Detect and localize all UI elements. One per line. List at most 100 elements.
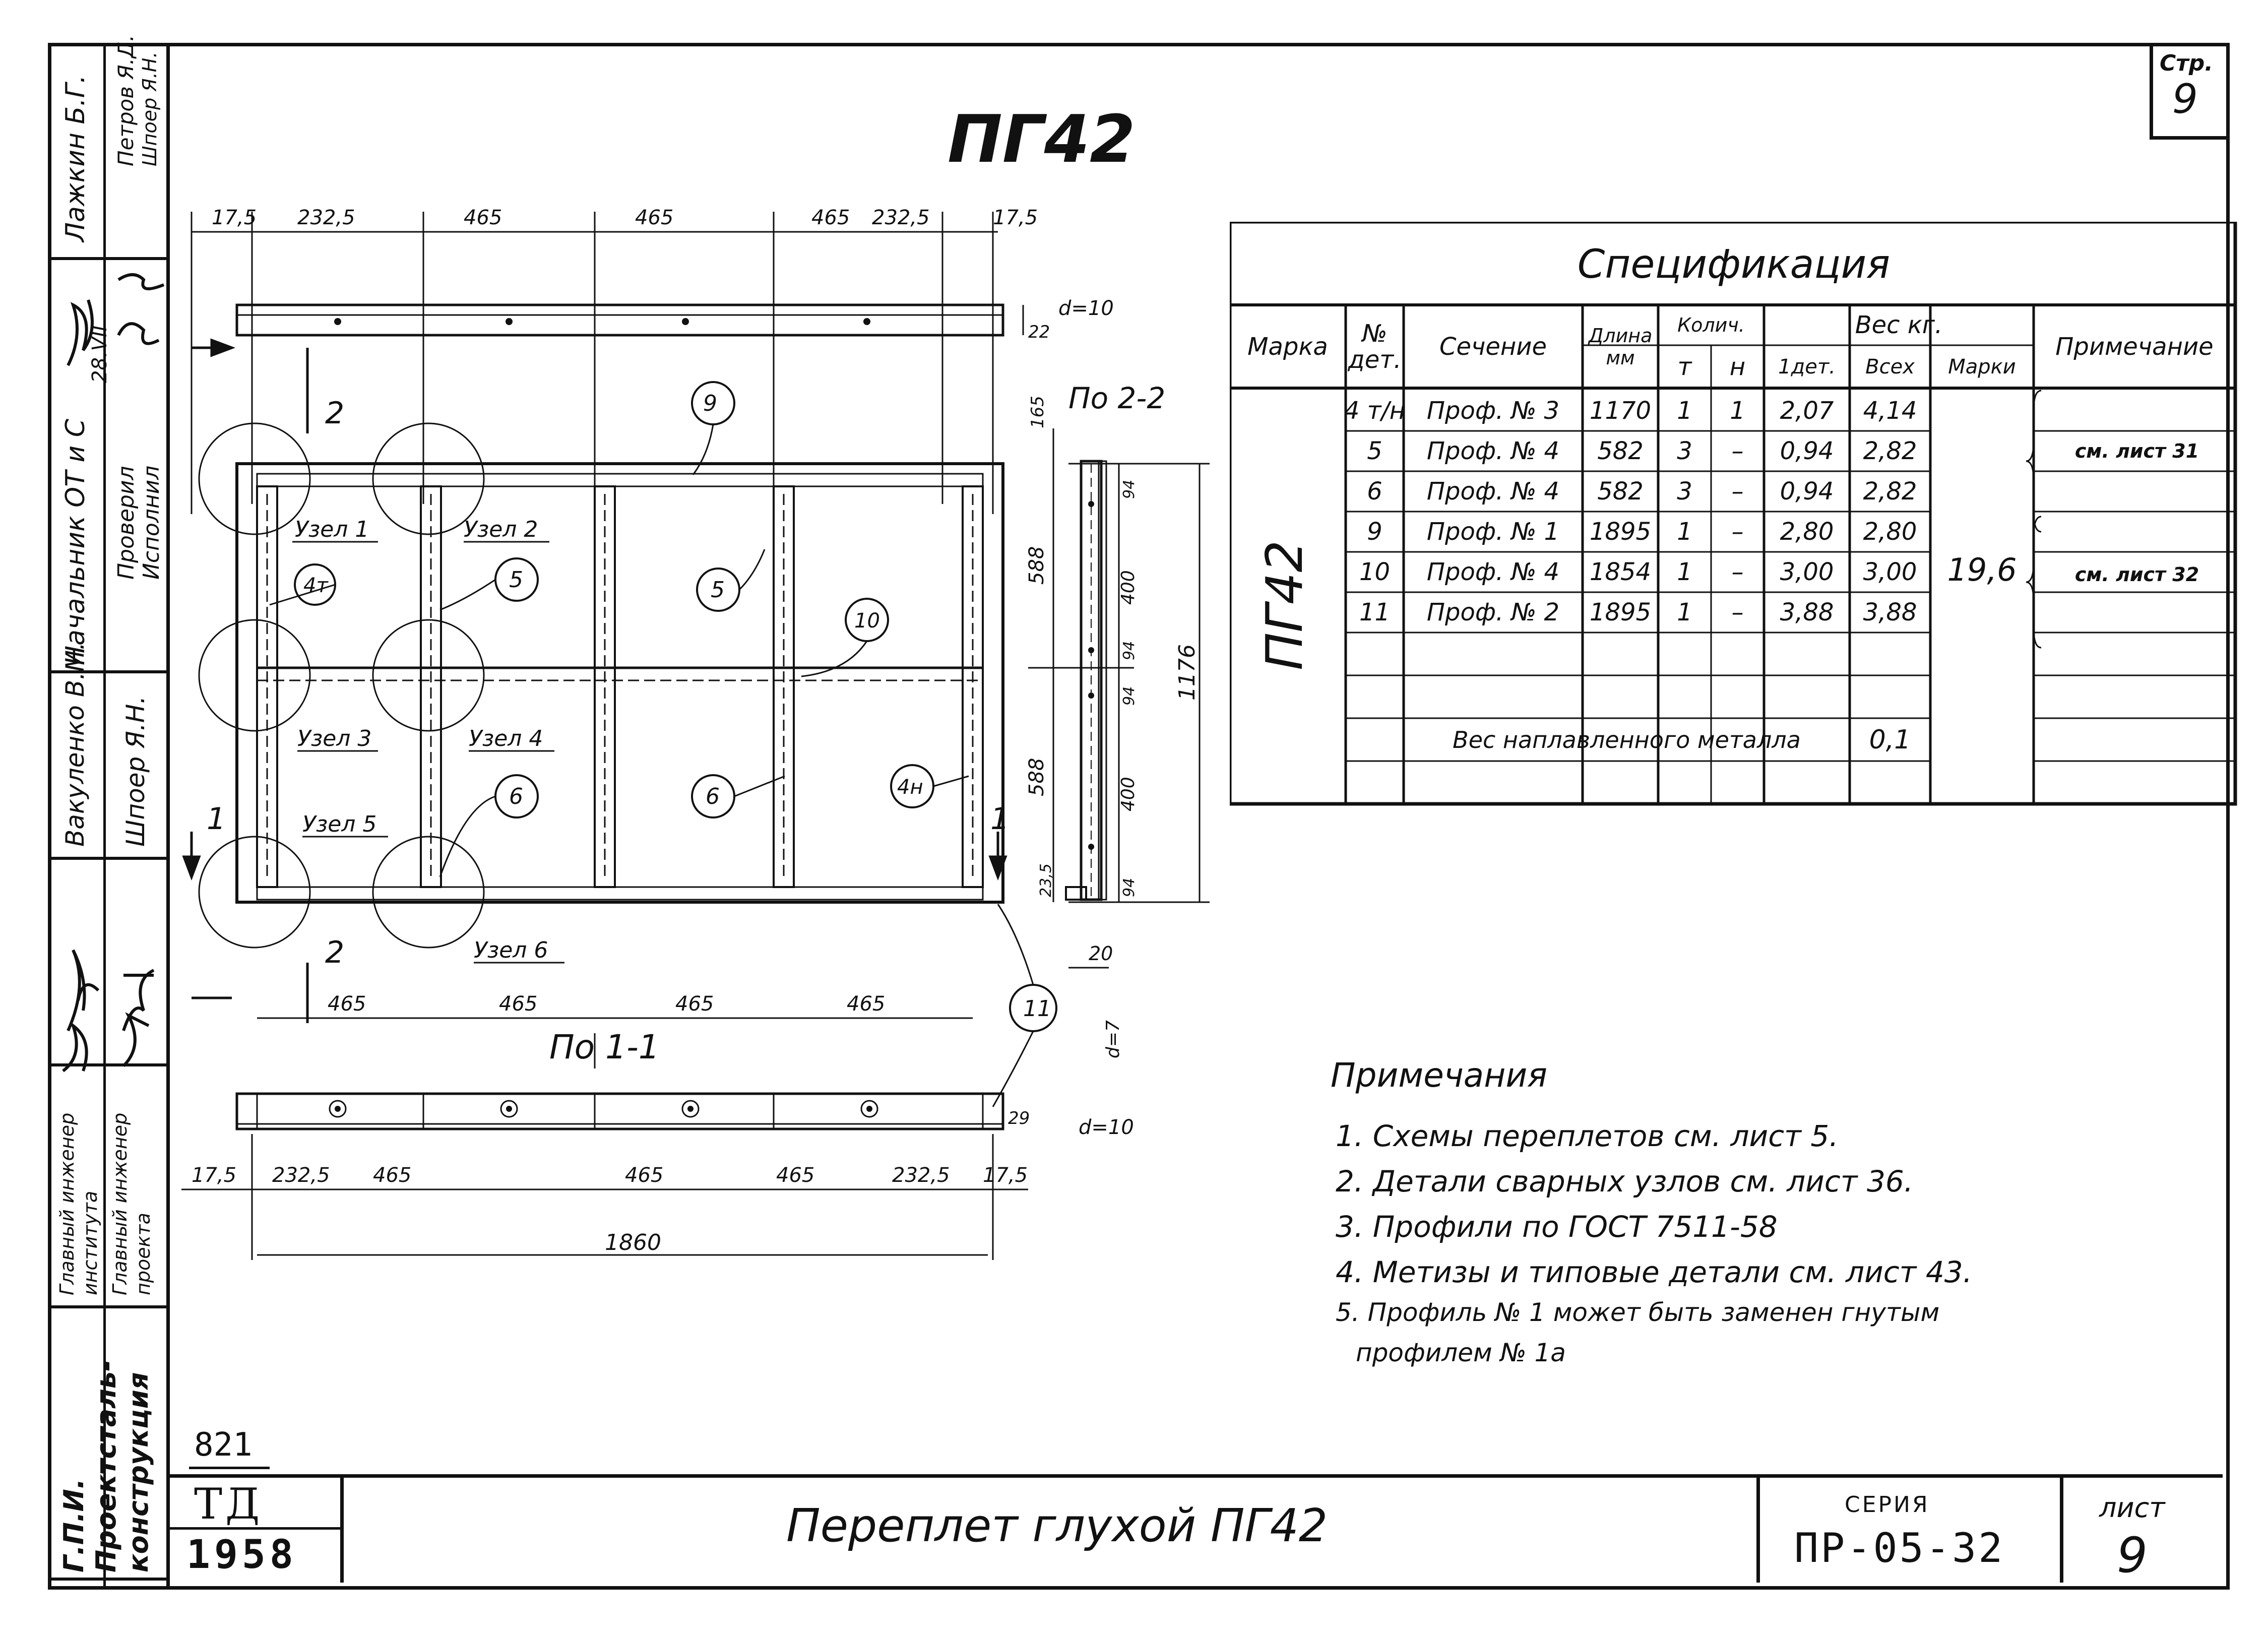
outer-frame (166, 43, 2230, 1590)
spec-mark-vertical: ПГ42 (1255, 540, 1314, 670)
spec-cell-w1: 0,94 (1780, 477, 1834, 506)
dim-165: 165 (1028, 396, 1048, 428)
top-dimension-chain (191, 212, 998, 514)
note-4: 4. Метизы и типовые детали см. лист 43. (1336, 1255, 1973, 1289)
node-label-4: Узел 4 (469, 726, 543, 751)
bot-dim-3: 465 (373, 1164, 411, 1187)
org-mark: ТД (194, 1479, 263, 1529)
spec-cell-det: 11 (1359, 598, 1391, 626)
spec-cell-w1: 0,94 (1780, 437, 1834, 465)
sheet-label: лист (2099, 1492, 2165, 1524)
top-dim-1: 17,5 (212, 206, 257, 229)
spec-cell-t: 1 (1677, 397, 1692, 425)
sheet-number: 9 (2117, 1527, 2148, 1584)
sheet-corner-box (2150, 43, 2226, 140)
spec-cell-section: Проф. № 2 (1426, 598, 1560, 626)
spec-cell-section: Проф. № 3 (1426, 397, 1560, 425)
spec-cell-section: Проф. № 4 (1426, 558, 1560, 586)
dim-588-top: 588 (1025, 546, 1048, 585)
node-label-3: Узел 3 (297, 726, 371, 751)
spec-cell-w1: 3,00 (1780, 558, 1834, 586)
bottom-plank-thickness: d=10 (1079, 1116, 1134, 1139)
spec-cell-n: – (1731, 437, 1744, 465)
org-year: 1958 (186, 1532, 297, 1578)
spec-cell-section: Проф. № 4 (1426, 477, 1560, 506)
dim-23-5: 23,5 (1037, 863, 1055, 897)
bot-dim-2: 232,5 (272, 1164, 330, 1187)
node-label-1: Узел 1 (295, 517, 369, 542)
top-plank (235, 303, 1004, 337)
callout-9: 9 (703, 391, 717, 416)
code-underline (189, 1467, 270, 1469)
spec-note-1: см. лист 31 (2074, 440, 2199, 462)
spec-h-weight: Вес кг. (1855, 311, 1943, 339)
dim-94-b: 94 (1120, 641, 1138, 660)
bottom-plank (235, 1092, 1004, 1130)
mid-dim-2: 465 (499, 992, 537, 1016)
spec-cell-wall: 2,82 (1863, 477, 1917, 506)
dim-400-top: 400 (1118, 570, 1139, 605)
bot-dim-4: 465 (625, 1164, 663, 1187)
title-block-top-line (166, 1474, 2223, 1478)
dim-94-a: 94 (1120, 480, 1138, 499)
callout-5a: 5 (509, 567, 523, 593)
notes-heading: Примечания (1331, 1056, 1547, 1095)
node-label-2: Узел 2 (464, 517, 538, 542)
title-block-org-divider (169, 1527, 340, 1530)
side-dim-20: 20 (1089, 942, 1113, 965)
spec-cell-det: 9 (1367, 518, 1382, 546)
spec-cell-t: 1 (1677, 518, 1692, 546)
series-code: ПР-05-32 (1794, 1525, 2005, 1571)
bot-dim-5: 465 (776, 1164, 814, 1187)
section-2-2-label: По 2-2 (1068, 381, 1165, 415)
spec-h-section: Сечение (1439, 332, 1547, 361)
spec-cell-t: 3 (1677, 437, 1692, 465)
spec-cell-wall: 2,82 (1863, 437, 1917, 465)
spec-cell-t: 1 (1677, 558, 1692, 586)
spec-h-qty-t: т (1677, 352, 1692, 381)
callout-5b: 5 (711, 577, 725, 603)
top-dim-2: 232,5 (297, 206, 355, 229)
dim-94-d: 94 (1120, 878, 1138, 897)
spec-cell-n: – (1731, 598, 1744, 626)
section-cut-markers (182, 338, 1007, 1023)
spec-h-w-all: Всех (1865, 355, 1915, 379)
spec-cell-det: 4 т/н (1344, 397, 1406, 425)
callout-11: 11 (1023, 996, 1051, 1022)
mid-dim-1: 465 (328, 992, 366, 1016)
spec-h-mark: Марка (1247, 332, 1328, 361)
spec-title: Спецификация (1577, 242, 1891, 287)
top-dim-7: 17,5 (993, 206, 1038, 229)
mid-dim-4: 465 (847, 992, 885, 1016)
spec-cell-length: 1170 (1589, 397, 1652, 425)
dim-400-bottom: 400 (1118, 777, 1139, 811)
code-num: 821 (194, 1426, 253, 1464)
bot-total-1860: 1860 (605, 1230, 661, 1255)
spec-cell-det: 5 (1367, 437, 1382, 465)
spec-cell-length: 582 (1597, 437, 1644, 465)
spec-cell-w1: 3,88 (1780, 598, 1834, 626)
spec-cell-w1: 2,80 (1780, 518, 1834, 546)
cut-2-top: 2 (325, 396, 344, 431)
spec-cell-n: – (1731, 558, 1744, 586)
spec-h-length: Длина мм (1588, 324, 1653, 369)
spec-cell-n: – (1731, 477, 1744, 506)
callout-4n: 4н (897, 776, 923, 799)
spec-note-2: см. лист 32 (2074, 563, 2199, 586)
top-plank-thickness: d=10 (1058, 297, 1114, 320)
callout-6b: 6 (706, 784, 720, 809)
spec-cell-n: 1 (1730, 397, 1745, 425)
node-label-6: Узел 6 (474, 937, 548, 963)
callout-10: 10 (854, 609, 880, 633)
left-strip-border (48, 43, 172, 1590)
bot-dim-7: 17,5 (983, 1164, 1028, 1187)
spec-cell-length: 1854 (1589, 558, 1652, 586)
spec-h-w-one: 1дет. (1778, 355, 1836, 379)
spec-cell-length: 1895 (1589, 518, 1652, 546)
sheet-corner-label: Стр. (2160, 50, 2214, 76)
top-dim-5: 465 (811, 206, 850, 229)
note-2: 2. Детали сварных узлов см. лист 36. (1336, 1164, 1914, 1199)
spec-cell-section: Проф. № 4 (1426, 437, 1560, 465)
cut-2-bottom: 2 (325, 935, 344, 970)
